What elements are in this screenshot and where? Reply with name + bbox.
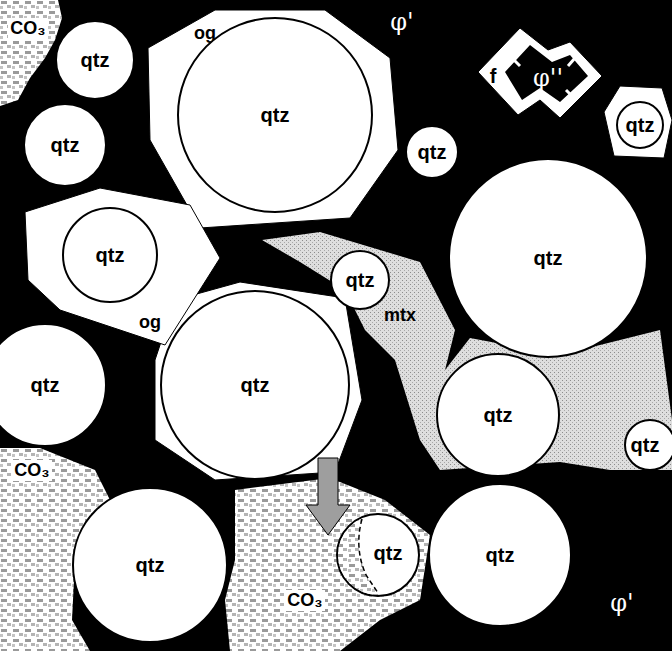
quartz-grain: qtz (62, 207, 158, 303)
carbonate-cement: CO₃ (0, 0, 62, 106)
quartz-outline (56, 21, 134, 99)
secondary-pore (505, 45, 588, 102)
quartz-outline (449, 159, 647, 357)
mineral-label: qtz (31, 374, 60, 397)
mineral-label: qtz (96, 244, 125, 267)
quartz-outline (406, 126, 458, 178)
quartz-grain: qtz (177, 17, 373, 213)
overgrowth-polygon (604, 86, 672, 158)
quartz-grain: qtz (0, 323, 107, 447)
mineral-label: CO₃ (8, 18, 47, 39)
quartz-grain: qtz (330, 250, 390, 310)
porosity-symbol: φ' (610, 589, 633, 617)
mineral-label: f (490, 65, 497, 88)
mineral-label: qtz (631, 434, 660, 457)
mineral-label: CO₃ (12, 460, 51, 481)
quartz-grain: qtz (616, 101, 664, 149)
quartz-outline (617, 102, 663, 148)
quartz-outline (63, 208, 157, 302)
carbonate-replacement (336, 513, 380, 597)
quartz-outline (625, 420, 672, 470)
porosity-symbol: φ' (390, 8, 413, 36)
quartz-grain: qtz (436, 353, 560, 477)
mineral-label: og (139, 312, 161, 333)
mineral-label: qtz (136, 554, 165, 577)
quartz-outline (337, 514, 419, 596)
quartz-overgrowth-outline (148, 10, 398, 228)
quartz-outline (178, 18, 372, 212)
cleavage-bridge (566, 90, 574, 98)
carbonate-cement-outline (225, 478, 430, 651)
mineral-label: qtz (261, 104, 290, 127)
quartz-grain: qtz (624, 419, 672, 471)
mineral-label: qtz (81, 49, 110, 72)
quartz-grain: qtz (160, 290, 350, 480)
quartz-outline (73, 488, 227, 642)
mineral-label: qtz (346, 269, 375, 292)
quartz-outline (429, 484, 571, 626)
quartz-outline (24, 104, 106, 186)
mineral-label: mtx (384, 305, 416, 326)
quartz-grain: qtz (448, 158, 648, 358)
quartz-overgrowth: qtzog (148, 10, 398, 228)
mineral-label: qtz (51, 134, 80, 157)
mineral-label: CO₃ (285, 590, 324, 611)
quartz-grain: qtz (428, 483, 572, 627)
carbonate-cement-outline (0, 0, 62, 106)
quartz-outline (331, 251, 389, 309)
mineral-label: qtz (418, 141, 447, 164)
mineral-label: qtz (626, 114, 655, 137)
mineral-label: qtz (486, 544, 515, 567)
grain-outline (0, 0, 62, 106)
quartz-grain: qtz (405, 125, 459, 179)
quartz-grain: qtz (55, 20, 135, 100)
feldspar-grain: f φ'' (478, 28, 602, 118)
feldspar-grain-outline (478, 28, 602, 118)
quartz-outline (0, 324, 106, 446)
quartz-outline (161, 291, 349, 479)
porosity-symbol: φ'' (533, 64, 563, 92)
quartz-outline (437, 354, 559, 476)
quartz-grain: qtz (23, 103, 107, 187)
cleavage-bridge (512, 58, 520, 66)
mineral-label: qtz (374, 542, 403, 565)
quartz-grain: qtz (336, 513, 420, 597)
mineral-label: qtz (241, 374, 270, 397)
mineral-label: qtz (484, 404, 513, 427)
mineral-label: qtz (534, 247, 563, 270)
quartz-grain: qtz (72, 487, 228, 643)
cleavage-bridge (568, 58, 575, 66)
